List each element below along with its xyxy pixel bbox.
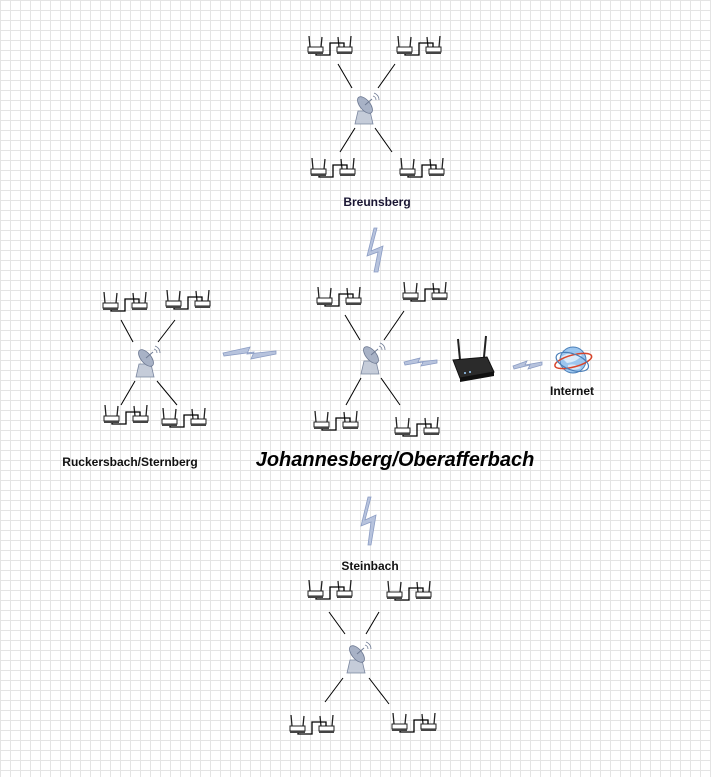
link-line <box>328 611 346 635</box>
satellite-dish-icon <box>135 345 161 378</box>
router-pair-icon <box>399 157 445 178</box>
link-line <box>344 314 361 341</box>
wireless-link-icon <box>403 357 438 367</box>
router-pair-icon <box>391 712 437 733</box>
link-line <box>383 310 405 341</box>
router-pair-icon <box>396 35 442 56</box>
link-line <box>120 319 134 343</box>
cluster-steinbach <box>289 579 437 735</box>
link-line <box>156 380 178 406</box>
router-pair-icon <box>310 157 356 178</box>
site-label-breunsberg: Breunsberg <box>343 195 411 209</box>
link-line <box>368 677 390 705</box>
link-line <box>339 127 356 153</box>
link-line <box>345 377 362 406</box>
link-line <box>157 319 176 343</box>
router-pair-icon <box>313 410 359 431</box>
internet-label: Internet <box>549 384 595 398</box>
router-pair-icon <box>394 416 440 437</box>
wireless-link-icon <box>222 346 277 360</box>
router-pair-icon <box>307 579 353 600</box>
link-line <box>324 677 344 703</box>
link-line <box>120 380 136 406</box>
router-pair-icon <box>316 286 362 307</box>
internet-globe-icon <box>554 346 593 374</box>
cluster-breunsberg <box>307 35 445 178</box>
site-label-steinbach: Steinbach <box>341 559 399 573</box>
router-pair-icon <box>161 407 207 428</box>
cluster-johannesberg <box>313 281 448 437</box>
access-point-icon <box>452 335 495 382</box>
router-pair-icon <box>386 580 432 601</box>
router-pair-icon <box>289 714 335 735</box>
cluster-ruckersbach <box>102 289 211 428</box>
satellite-dish-icon <box>360 342 386 375</box>
wireless-link-icon <box>366 227 384 273</box>
wireless-link-icon <box>360 496 377 546</box>
link-line <box>374 127 393 153</box>
router-pair-icon <box>102 291 148 312</box>
site-label-ruckersbach: Ruckersbach/Sternberg <box>62 455 198 469</box>
wireless-link-icon <box>512 360 543 370</box>
router-pair-icon <box>103 404 149 425</box>
router-pair-icon <box>165 289 211 310</box>
router-pair-icon <box>402 281 448 302</box>
link-line <box>380 377 401 406</box>
router-pair-icon <box>307 35 353 56</box>
satellite-dish-icon <box>346 641 372 674</box>
link-line <box>337 63 353 89</box>
site-label-johannesberg: Johannesberg/Oberafferbach <box>255 449 535 471</box>
satellite-dish-icon <box>354 92 380 125</box>
link-line <box>377 63 396 89</box>
link-line <box>365 611 380 635</box>
